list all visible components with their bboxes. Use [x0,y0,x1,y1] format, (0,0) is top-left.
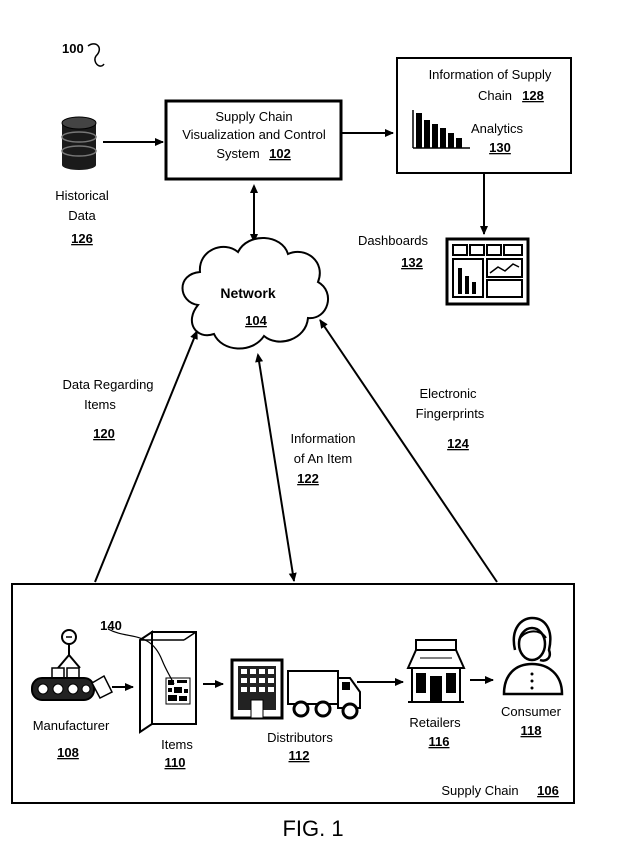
building-icon [232,660,282,718]
data-items-label-1: Data Regarding [62,377,153,392]
arrow-information-of-item [258,355,294,581]
historical-ref: 126 [71,231,93,246]
dashboard-icon [447,239,528,304]
analytics-label: Analytics [471,121,524,136]
network-ref: 104 [245,313,267,328]
system-line-1: Supply Chain [215,109,292,124]
items-ref: 110 [165,755,186,770]
info-ref: 128 [522,88,544,103]
fingerprints-label-1: Electronic [419,386,477,401]
retailers-label: Retailers [409,715,461,730]
manufacturer-ref: 108 [57,745,79,760]
system-line-2: Visualization and Control [182,127,326,142]
distributors-label: Distributors [267,730,333,745]
consumer-ref: 118 [521,723,542,738]
fingerprints-ref: 124 [447,436,469,451]
arrow-data-regarding-items [95,331,197,582]
info-line-1: Information of Supply [429,67,552,82]
dashboards-ref: 132 [401,255,423,270]
network-label: Network [220,285,275,301]
truck-icon [288,671,360,718]
distributors-ref: 112 [289,748,310,763]
data-items-label-2: Items [84,397,116,412]
figure-caption: FIG. 1 [282,816,343,841]
store-icon [408,640,464,702]
system-ref: 102 [269,146,291,161]
items-label: Items [161,737,193,752]
historical-label-2: Data [68,208,96,223]
historical-label-1: Historical [55,188,109,203]
supply-chain-label: Supply Chain [441,783,518,798]
items-package-icon [140,632,196,732]
retailers-ref: 116 [429,734,450,749]
analytics-ref: 130 [489,140,511,155]
info-item-label-2: of An Item [294,451,353,466]
info-item-label-1: Information [290,431,355,446]
items-callout-ref: 140 [100,618,122,633]
database-icon [62,117,96,170]
consumer-label: Consumer [501,704,562,719]
system-line-3: System [216,146,259,161]
supply-chain-ref: 106 [537,783,559,798]
dashboards-label: Dashboards [358,233,429,248]
manufacturer-label: Manufacturer [33,718,110,733]
info-item-ref: 122 [297,471,319,486]
figure-ref-squiggle [88,44,104,66]
fingerprints-label-2: Fingerprints [416,406,485,421]
data-items-ref: 120 [93,426,115,441]
info-line-2: Chain [478,88,512,103]
figure-ref: 100 [62,41,84,56]
